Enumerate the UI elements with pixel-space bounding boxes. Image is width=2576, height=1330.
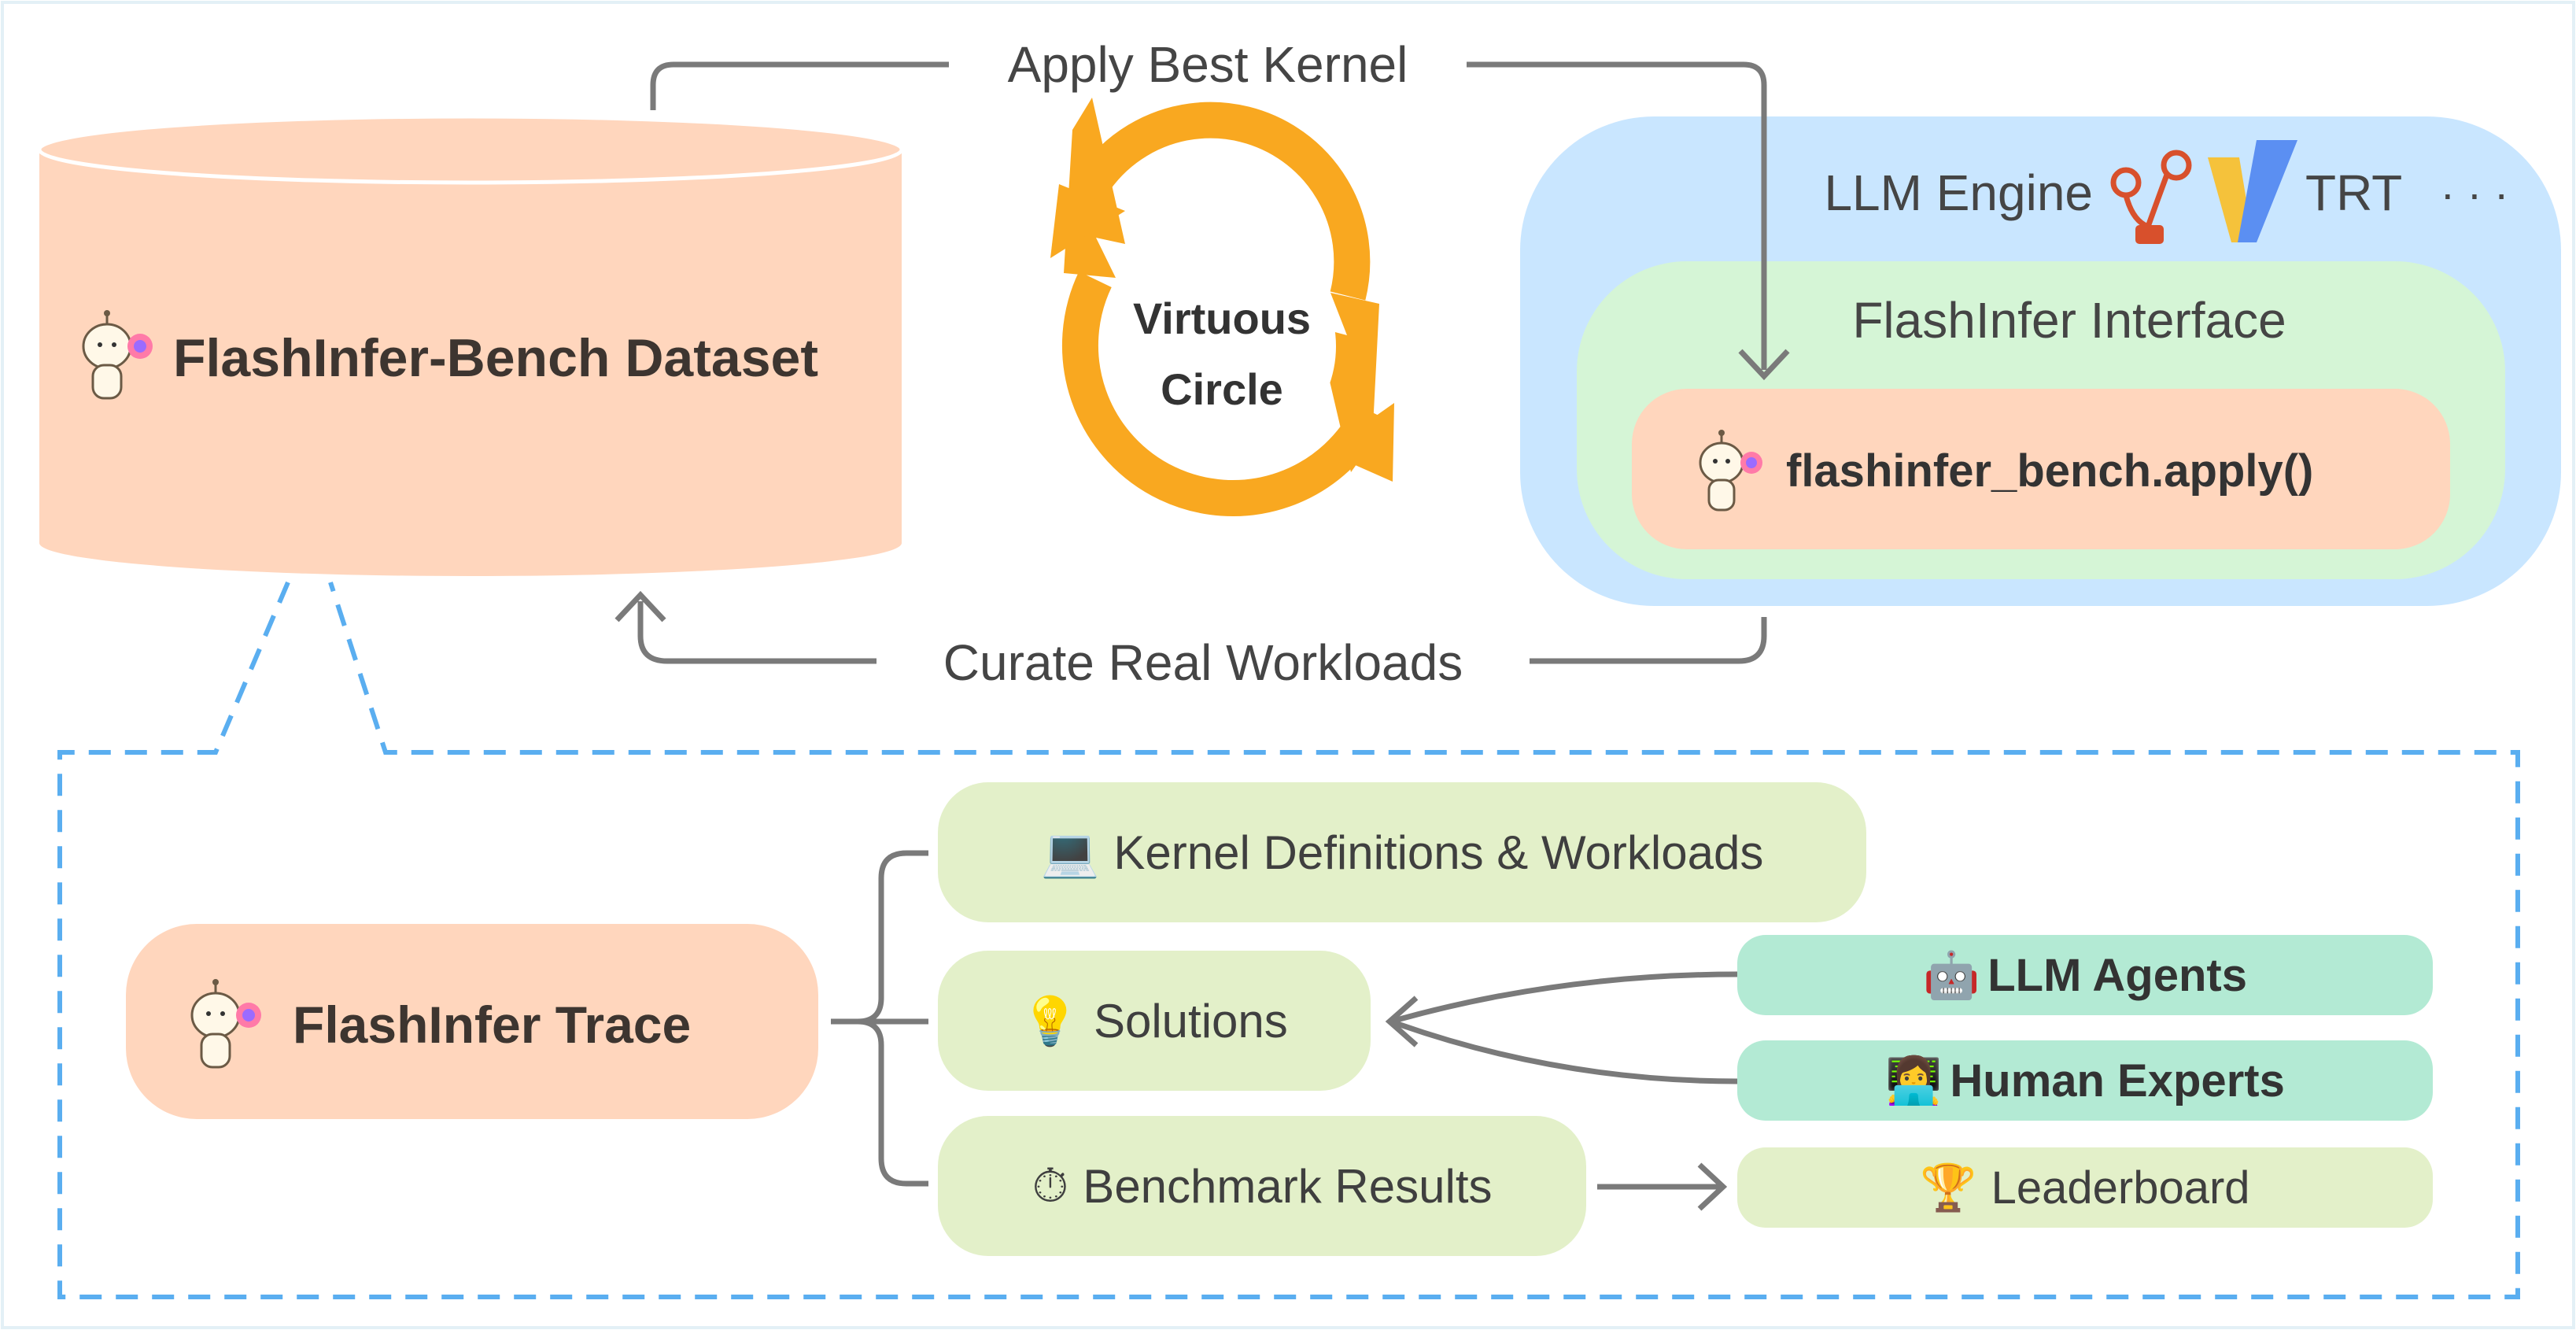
agents-to-solutions <box>1390 971 1738 1025</box>
experts-to-solutions <box>1389 1018 1738 1084</box>
sglang-icon <box>2110 150 2192 244</box>
human-experts-label: Human Experts <box>1950 1055 2285 1106</box>
dataset-cylinder <box>37 114 904 576</box>
trace-title: FlashInfer Trace <box>293 996 692 1054</box>
solutions-box <box>938 951 1371 1091</box>
robot-icon: 🤖 <box>1923 948 1980 1002</box>
leaderboard-arrowhead <box>1697 1162 1728 1211</box>
trace-brace <box>831 850 928 1187</box>
lightbulb-icon: 💡 <box>1020 993 1079 1049</box>
cycle-arrowhead-bottom <box>1325 403 1394 482</box>
kernel-def-box <box>938 782 1866 922</box>
leaderboard-box <box>1737 1147 2433 1228</box>
dataset-callout-dashed <box>57 581 2520 1299</box>
benchmark-results-item: ⏱ Benchmark Results <box>938 1116 1586 1256</box>
curate-arrowhead <box>614 590 666 623</box>
interface-title: FlashInfer Interface <box>1852 292 2286 349</box>
technologist-icon: 👩‍💻 <box>1885 1053 1943 1107</box>
engine-more-label: · · · <box>2440 168 2509 218</box>
apply-connector-right <box>1467 61 1767 370</box>
kernel-definitions-item: 💻 Kernel Definitions & Workloads <box>938 782 1866 922</box>
trophy-icon: 🏆 <box>1920 1160 1977 1214</box>
benchmark-results-label: Benchmark Results <box>1083 1159 1493 1213</box>
solutions-item: 💡 Solutions <box>938 951 1371 1091</box>
apply-connector-left <box>650 61 949 110</box>
leaderboard-item: 🏆 Leaderboard <box>1737 1147 2433 1228</box>
trace-mascot-icon <box>190 979 261 1069</box>
apply-mascot-icon <box>1699 430 1762 512</box>
kernel-definitions-label: Kernel Definitions & Workloads <box>1113 826 1764 879</box>
apply-call-box <box>1632 389 2450 549</box>
trace-box <box>126 924 818 1119</box>
dataset-title: FlashInfer-Bench Dataset <box>173 328 818 388</box>
apply-best-kernel-label: Apply Best Kernel <box>1007 36 1408 93</box>
llm-agents-box <box>1737 935 2433 1015</box>
curate-workloads-label: Curate Real Workloads <box>943 634 1463 691</box>
llm-engine-label: LLM Engine <box>1824 164 2093 221</box>
apply-arrowhead <box>1738 349 1790 381</box>
llm-agents-label: LLM Agents <box>1987 949 2247 1001</box>
llm-agents-item: 🤖 LLM Agents <box>1737 935 2433 1015</box>
solutions-label: Solutions <box>1093 994 1288 1047</box>
benchmark-box <box>938 1116 1586 1256</box>
cycle-label-line1: Virtuous <box>1132 294 1312 343</box>
curate-connector-right <box>1530 617 1767 664</box>
dataset-mascot-icon <box>82 310 153 400</box>
leaderboard-label: Leaderboard <box>1991 1162 2250 1214</box>
solutions-arrowhead <box>1385 996 1419 1047</box>
stopwatch-icon: ⏱ <box>1032 1158 1069 1214</box>
cycle-label: Virtuous Circle <box>1102 283 1342 425</box>
curate-connector-left <box>637 601 877 664</box>
trt-label: TRT <box>2305 164 2403 221</box>
laptop-icon: 💻 <box>1040 825 1100 881</box>
cycle-arrowhead-top <box>1050 184 1125 258</box>
apply-call-label: flashinfer_bench.apply() <box>1786 445 2314 497</box>
human-experts-item: 👩‍💻 Human Experts <box>1737 1040 2433 1121</box>
cycle-label-line2: Circle <box>1161 364 1283 414</box>
vllm-icon <box>2208 140 2297 242</box>
human-experts-box <box>1737 1040 2433 1121</box>
